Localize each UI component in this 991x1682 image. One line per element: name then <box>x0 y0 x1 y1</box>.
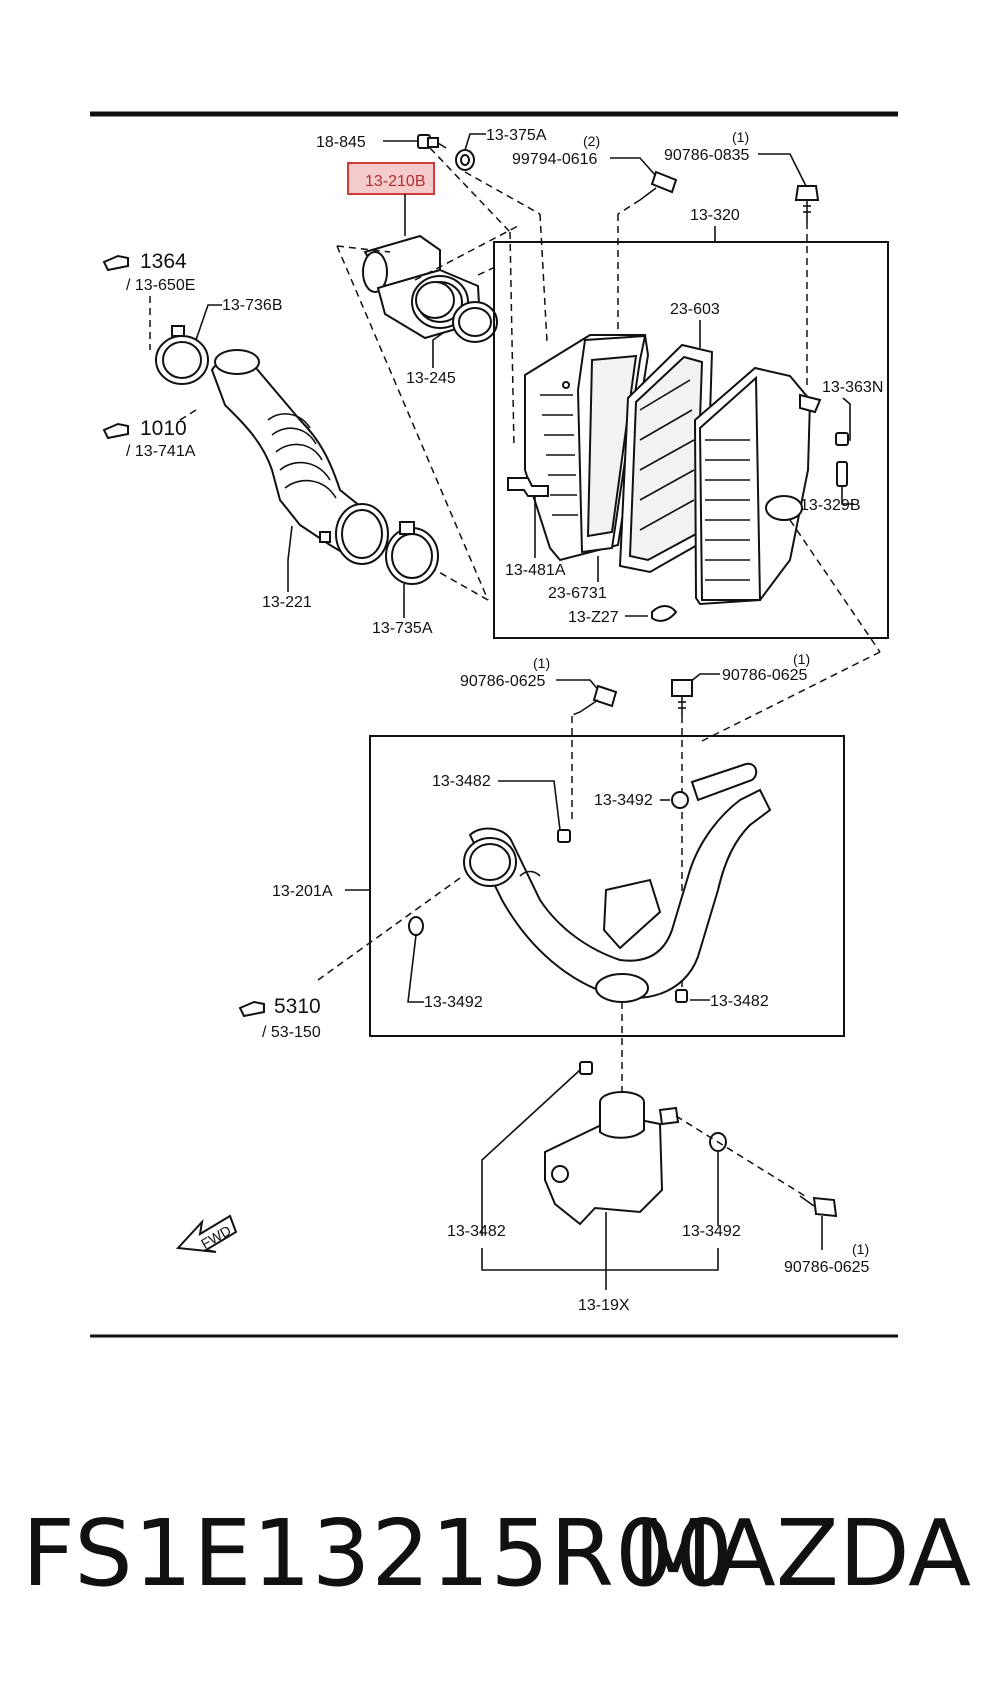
label-13-329B: 13-329B <box>800 497 861 514</box>
label-13-363N: 13-363N <box>822 379 883 396</box>
svg-text:5310: 5310 <box>274 995 321 1018</box>
pointing-hand-icon <box>102 254 129 272</box>
label-23-6731: 23-6731 <box>548 585 607 602</box>
label-90786-0625-a: 90786-0625 <box>460 673 546 690</box>
fwd-arrow-icon: FWD <box>175 1214 238 1253</box>
brand-name: MAZDA <box>633 1500 972 1607</box>
pointing-hand-icon <box>238 1000 265 1018</box>
clip-13-481A <box>507 477 549 497</box>
bolt-90786-0625-a <box>579 684 618 713</box>
label-18-845: 18-845 <box>316 134 366 151</box>
pin-13-329B <box>836 461 848 487</box>
svg-text:/ 13-741A: / 13-741A <box>126 443 196 460</box>
label-13-3482-b: 13-3482 <box>710 993 769 1010</box>
caption: FS1E13215R00 MAZDA <box>0 1500 991 1630</box>
box-13-320 <box>493 241 889 639</box>
label-13-3492-c: 13-3492 <box>682 1223 741 1240</box>
qty-90786-0625-a: (1) <box>533 655 550 671</box>
label-90786-0625-c: 90786-0625 <box>784 1259 870 1276</box>
svg-text:/ 13-650E: / 13-650E <box>126 277 195 294</box>
svg-text:1010: 1010 <box>140 417 187 440</box>
bolt-90786-0625-c <box>799 1195 838 1218</box>
grommet-13-3492-b <box>408 916 424 936</box>
label-13-481A: 13-481A <box>505 562 566 579</box>
svg-text:/ 53-150: / 53-150 <box>262 1024 321 1041</box>
label-13-3482-a: 13-3482 <box>432 773 491 790</box>
label-13-3482-c: 13-3482 <box>447 1223 506 1240</box>
label-13-3492-b: 13-3492 <box>424 994 483 1011</box>
label-90786-0835: 90786-0835 <box>664 147 750 164</box>
air-cleaner-upper-case <box>693 366 822 606</box>
label-13-375A: 13-375A <box>486 127 547 144</box>
label-13-736B: 13-736B <box>222 297 283 314</box>
qty-90786-0835: (1) <box>732 129 749 145</box>
grommet-13-3492-a <box>671 791 689 809</box>
label-13-210B: 13-210B <box>365 173 426 190</box>
label-13-19X: 13-19X <box>578 1297 630 1314</box>
label-90786-0625-b: 90786-0625 <box>722 667 808 684</box>
grommet-13-3482-c <box>579 1061 593 1075</box>
clip-13-Z27 <box>651 605 678 622</box>
ref-1364: 1364 / 13-650E <box>102 250 195 294</box>
air-filter-23-603 <box>618 343 714 574</box>
label-13-Z27: 13-Z27 <box>568 609 619 626</box>
grommet-13-363N <box>835 432 849 446</box>
intake-hose-13-221 <box>210 349 389 565</box>
air-cleaner-lower-case <box>524 334 650 562</box>
label-13-3492-a: 13-3492 <box>594 792 653 809</box>
pointing-hand-icon <box>102 422 129 440</box>
sensor-18-845 <box>417 134 447 149</box>
qty-90786-0625-c: (1) <box>852 1241 869 1257</box>
qty-90786-0625-b: (1) <box>793 651 810 667</box>
bolt-90786-0625-b <box>671 679 693 716</box>
clamp-13-735A <box>385 521 439 585</box>
label-13-245: 13-245 <box>406 370 456 387</box>
label-13-320: 13-320 <box>690 207 740 224</box>
bolt-90786-0835 <box>794 185 820 222</box>
ref-1010: 1010 / 13-741A <box>102 417 196 460</box>
label-13-221: 13-221 <box>262 594 312 611</box>
seal-ring-13-245 <box>452 301 498 343</box>
label-13-735A: 13-735A <box>372 620 433 637</box>
label-99794-0616: 99794-0616 <box>512 151 598 168</box>
box-13-201A <box>369 735 845 1037</box>
resonator-13-19X <box>544 1091 680 1226</box>
grommet-13-375A <box>455 149 475 171</box>
bolt-99794-0616 <box>639 170 678 201</box>
qty-99794-0616: (2) <box>583 133 600 149</box>
clamp-13-736B <box>155 325 209 385</box>
highlight-13-210B <box>347 162 435 195</box>
intake-duct-13-201A <box>463 762 772 1003</box>
part-number: FS1E13215R00 <box>22 1500 735 1607</box>
grommet-13-3482-b <box>675 989 688 1003</box>
grommet-13-3482-a <box>557 829 571 843</box>
svg-text:1364: 1364 <box>140 250 187 273</box>
label-23-603: 23-603 <box>670 301 720 318</box>
ref-5310: 5310 / 53-150 <box>238 995 321 1041</box>
label-13-201A: 13-201A <box>272 883 333 900</box>
